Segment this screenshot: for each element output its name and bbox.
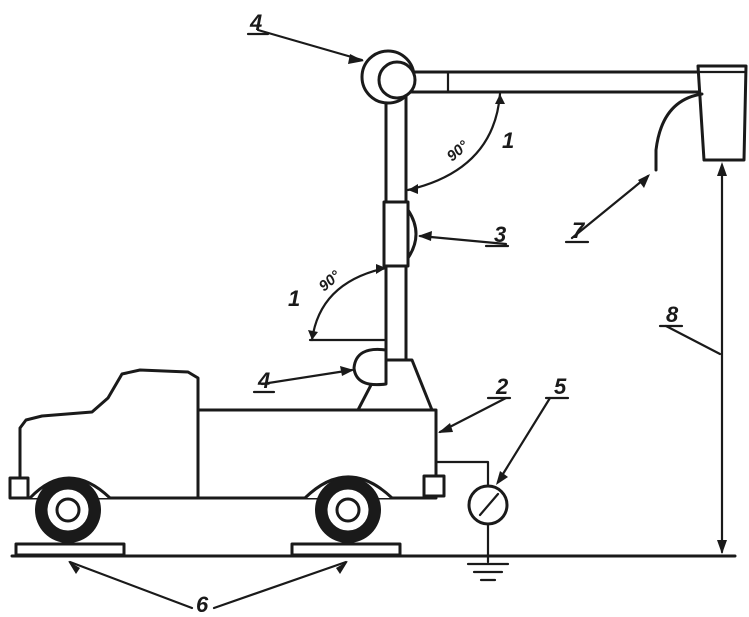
label-6: 6 (196, 592, 209, 617)
rear-wheel (315, 477, 381, 543)
label-8: 8 (666, 302, 679, 327)
meter-wire (434, 460, 490, 488)
bucket (696, 64, 748, 162)
conductor-hook (654, 92, 704, 172)
meter (467, 484, 509, 526)
label-4-top: 4 (249, 10, 262, 35)
label-5: 5 (554, 374, 567, 399)
label-3: 3 (494, 222, 506, 247)
leader-lines (68, 28, 722, 610)
truck-cab (12, 368, 200, 500)
lower-joint (352, 347, 388, 387)
label-4-bottom: 4 (257, 368, 270, 393)
upper-angle-arc (406, 92, 502, 192)
front-wheel (35, 477, 101, 543)
insulating-pads (14, 542, 402, 557)
label-1-upper: 1 (502, 128, 514, 153)
height-dimension (717, 162, 727, 554)
lower-angle-arc (310, 266, 388, 342)
truck (8, 368, 446, 543)
upper-joint (360, 49, 417, 105)
angle-lower-value: 90° (316, 267, 345, 295)
label-2: 2 (495, 374, 509, 399)
ground-symbol (466, 562, 510, 582)
label-7: 7 (572, 218, 586, 243)
truck-bed (196, 408, 438, 500)
label-1-lower: 1 (288, 286, 300, 311)
insulating-section (382, 200, 410, 268)
